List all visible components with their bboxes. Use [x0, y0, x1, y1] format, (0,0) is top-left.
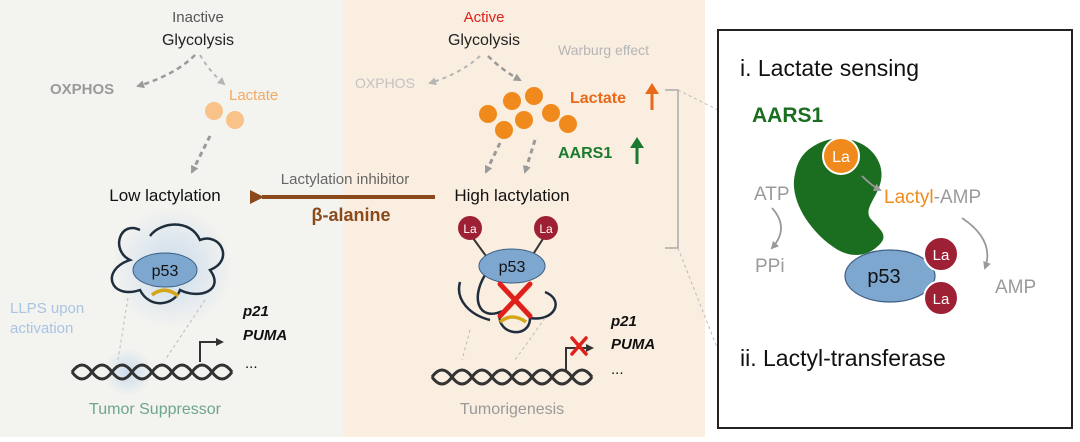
middle-lactate-cluster: [479, 87, 577, 139]
middle-p53-domain: [498, 315, 528, 324]
left-transcription-arrow: [199, 338, 224, 362]
left-lactate-label: Lactate: [229, 87, 278, 104]
aars1-enzyme-shape: [793, 138, 884, 255]
middle-p53-label: p53: [499, 259, 526, 276]
middle-p53-protein: [478, 248, 546, 284]
left-dna-helix: [70, 363, 234, 381]
left-gene-more: ...: [245, 355, 258, 372]
zoom-guide-top: [677, 89, 719, 111]
detail-la-mod-label: La: [933, 291, 950, 308]
detail-p53-protein: [844, 249, 936, 303]
middle-p53-tangle: [457, 274, 557, 334]
zoom-bracket: [665, 89, 679, 249]
detail-panel-frame: [717, 29, 1073, 429]
amp-label: AMP: [995, 277, 1036, 298]
middle-guide-line: [461, 329, 471, 361]
middle-gene-puma: PUMA: [611, 336, 655, 353]
left-p53-protein: [132, 252, 198, 288]
transcription-block-x-icon: [570, 336, 588, 356]
left-gene-p21: p21: [242, 303, 269, 320]
middle-transcription-arrow: [565, 344, 594, 370]
aars1-up-icon: [630, 137, 644, 164]
ppi-label: PPi: [755, 256, 785, 277]
left-arrow-to-lactate: [199, 54, 226, 86]
atp-label: ATP: [754, 184, 790, 205]
middle-lactate-label: Lactate: [570, 90, 626, 107]
middle-panel-bg: [343, 0, 705, 437]
step-lactate-sensing: i. Lactate sensing: [740, 55, 919, 81]
left-p53-tangle: [110, 223, 225, 305]
lactyl-amp-label: Lactyl-AMP: [884, 187, 981, 208]
middle-glycolysis-label: Glycolysis: [448, 32, 520, 49]
detail-la-mod: [923, 236, 959, 272]
llps-dna-glow: [104, 348, 152, 396]
middle-dna-helix: [430, 368, 594, 386]
lactyl-text: Lactyl: [884, 187, 934, 208]
middle-oxphos-label: OXPHOS: [355, 75, 415, 91]
la-to-lactyl-arrow: [861, 175, 882, 191]
left-lactylation-label: Low lactylation: [109, 186, 221, 205]
bound-la-mod: [822, 137, 860, 175]
left-guide-line: [117, 297, 129, 361]
left-glycolysis-label: Glycolysis: [162, 32, 234, 49]
zoom-guide-bottom: [677, 247, 719, 351]
llps-label-line1: LLPS upon: [10, 300, 84, 317]
llps-label-line2: activation: [10, 320, 73, 337]
left-lactate-dot: [205, 102, 223, 120]
inactivation-x-icon: [497, 281, 533, 319]
left-glycolysis-state: Inactive: [172, 9, 224, 26]
step-lactyl-transferase: ii. Lactyl-transferase: [740, 345, 946, 371]
left-gene-puma: PUMA: [243, 327, 287, 344]
left-p53-label: p53: [152, 263, 179, 280]
left-p53-domain: [150, 288, 180, 298]
middle-arrow-to-lactate: [487, 55, 522, 82]
inhibitor-drug: β-alanine: [311, 205, 390, 225]
middle-outcome-label: Tumorigenesis: [460, 401, 564, 418]
left-arrow-to-lactylation: [190, 135, 212, 174]
detail-la-mod-label: La: [933, 247, 950, 264]
middle-la-mod: [458, 216, 482, 240]
detail-la-mod: [923, 280, 959, 316]
middle-guide-line: [514, 317, 546, 361]
detail-p53-label: p53: [867, 266, 900, 288]
left-oxphos-label: OXPHOS: [50, 81, 114, 98]
bound-la-label: La: [832, 149, 850, 166]
atp-to-ppi-arrow: [770, 207, 782, 250]
amp-release-arrow: [961, 217, 991, 270]
middle-la-mod-label: La: [463, 222, 477, 236]
middle-la-mod-label: La: [539, 222, 553, 236]
middle-arrow-aars1: [522, 139, 537, 174]
middle-gene-more: ...: [611, 361, 624, 378]
middle-glycolysis-state: Active: [464, 9, 505, 26]
middle-gene-p21: p21: [610, 313, 637, 330]
middle-la-mod: [534, 216, 558, 240]
middle-lactylation-label: High lactylation: [454, 186, 569, 205]
warburg-label: Warburg effect: [558, 42, 649, 58]
left-guide-line: [164, 299, 206, 361]
middle-aars1-label: AARS1: [558, 145, 612, 162]
lactate-up-icon: [645, 83, 659, 110]
inhibitor-label: Lactylation inhibitor: [281, 171, 409, 188]
middle-arrow-to-oxphos: [428, 55, 481, 86]
left-arrow-to-oxphos: [136, 54, 196, 89]
enzyme-label: AARS1: [752, 104, 824, 127]
left-outcome-label: Tumor Suppressor: [89, 401, 222, 418]
left-lactate-dot: [226, 111, 244, 129]
amp-suffix-text: -AMP: [934, 187, 982, 208]
